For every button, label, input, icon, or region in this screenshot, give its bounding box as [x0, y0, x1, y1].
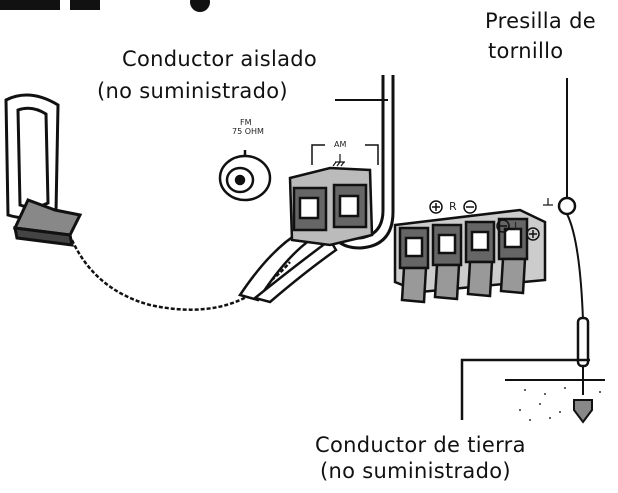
screw-clip-label-line1: Presilla de [485, 9, 596, 33]
insulated-wire-label-line2: (no suministrado) [97, 79, 288, 103]
insulated-wire-label-line1: Conductor aislado [122, 47, 318, 71]
speaker-terminal-block [393, 208, 547, 304]
am-label: AM [334, 140, 347, 149]
screw-clip [557, 196, 577, 216]
ground-stake [573, 399, 593, 424]
right-channel-label: R [449, 200, 457, 213]
am-loop-antenna [4, 93, 83, 247]
am-terminal-block [288, 166, 374, 247]
ground-wire-label-line2: (no suministrado) [320, 459, 511, 483]
polarity-symbols [429, 200, 540, 241]
cropped-heading [0, 0, 210, 12]
fm-75-ohm-connector [218, 150, 272, 202]
ground-wire-label-line1: Conductor de tierra [315, 433, 526, 457]
ground-mark-am [332, 154, 345, 167]
ground-mark-clip [543, 198, 553, 206]
left-channel-label: L [514, 220, 521, 233]
fm-label-line1: FM [240, 118, 252, 127]
am-bracket [311, 144, 379, 165]
fm-label-line2: 75 OHM [232, 127, 264, 136]
soil-dots [519, 387, 601, 421]
screw-clip-label-line2: tornillo [488, 39, 564, 63]
ground-wire-leader [460, 358, 590, 420]
ground-wire [566, 213, 584, 321]
